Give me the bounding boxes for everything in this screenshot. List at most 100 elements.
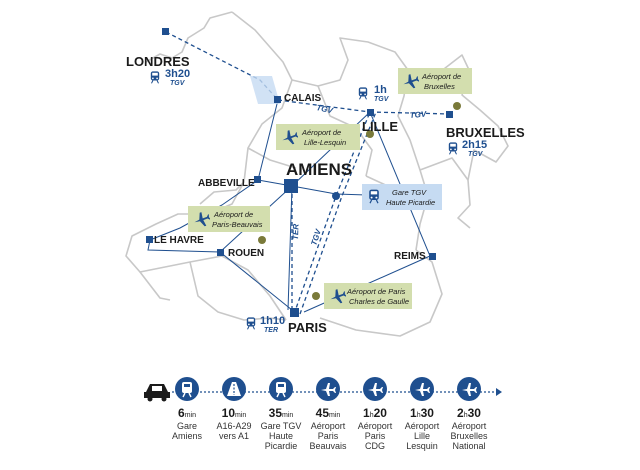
airport-dot-beauvais — [258, 236, 266, 244]
time-value: 3h20 — [165, 68, 190, 80]
step-label: Gare TGV — [261, 421, 302, 431]
time-badge-paris: 1h10 TER — [246, 315, 285, 334]
highway-icon — [227, 382, 241, 396]
step-label: Aéroport — [452, 421, 487, 431]
airport-line-1: Aéroport de — [301, 128, 341, 137]
train-icon — [150, 70, 160, 84]
station-amiens — [284, 179, 298, 193]
step-duration: 35min — [269, 406, 294, 420]
time-value: 1h10 — [260, 315, 285, 327]
plane-icon — [415, 383, 430, 396]
step-label: A16-A29 — [216, 421, 251, 431]
time-value: 1h — [374, 84, 387, 96]
station-londres — [162, 28, 169, 35]
step-label: CDG — [365, 441, 385, 451]
step-label: Beauvais — [309, 441, 347, 451]
step-label: Gare — [177, 421, 197, 431]
step-duration: 6min — [178, 406, 196, 420]
step-duration: 1h20 — [363, 406, 387, 420]
step-label: Aéroport — [311, 421, 346, 431]
gare-line-1: Gare TGV — [392, 188, 427, 197]
step-label: vers A1 — [219, 431, 249, 441]
station-reims — [429, 253, 436, 260]
station-le-havre — [146, 236, 153, 243]
city-label-reims: REIMS — [394, 251, 426, 262]
step-duration: 1h30 — [410, 406, 434, 420]
airport-box-beauvais: Aéroport de Paris-Beauvais — [188, 206, 270, 232]
city-label-amiens: AMIENS — [286, 160, 352, 179]
step-label: Bruxelles — [450, 431, 488, 441]
plane-icon — [368, 383, 383, 396]
step-label: Aéroport — [358, 421, 393, 431]
time-badge-lille: 1h TGV — [358, 84, 390, 103]
gare-line-2: Haute Picardie — [386, 198, 435, 207]
step-label: Lesquin — [406, 441, 438, 451]
city-label-bruxelles: BRUXELLES — [446, 125, 525, 140]
station-gare-tgv — [332, 192, 340, 200]
time-mode: TER — [264, 327, 278, 334]
step-label: Amiens — [172, 431, 203, 441]
airport-dot-lille — [366, 130, 374, 138]
train-icon — [182, 382, 192, 398]
tgv-label-lille-bruxelles: TGV — [409, 110, 427, 120]
station-calais — [274, 96, 281, 103]
airport-line-1: Aéroport de — [213, 210, 253, 219]
step-label: National — [452, 441, 485, 451]
step-duration: 45min — [316, 406, 341, 420]
station-markers — [146, 28, 453, 317]
train-icon — [358, 86, 368, 100]
time-value: 2h15 — [462, 139, 487, 151]
airport-line-2: Paris-Beauvais — [212, 220, 263, 229]
step-label: Paris — [365, 431, 386, 441]
train-icon — [246, 316, 256, 330]
step-label: Picardie — [265, 441, 298, 451]
airport-box-lille: Aéroport de Lille-Lesquin — [276, 124, 360, 150]
airport-dot-bruxelles — [453, 102, 461, 110]
step-label: Haute — [269, 431, 293, 441]
time-badge-londres: 3h20 TGV — [150, 68, 190, 87]
step-duration: 10min — [222, 406, 247, 420]
time-badge-bruxelles: 2h15 TGV — [448, 139, 487, 158]
plane-icon — [321, 383, 336, 396]
step-label: Aéroport — [405, 421, 440, 431]
airport-box-bruxelles: Aéroport de Bruxelles — [398, 68, 472, 94]
station-bruxelles — [446, 111, 453, 118]
airport-line-2: Lille-Lesquin — [304, 138, 346, 147]
station-paris — [290, 308, 299, 317]
airport-line-2: Bruxelles — [424, 82, 455, 91]
step-label: Lille — [414, 431, 430, 441]
gare-tgv-box: Gare TGV Haute Picardie — [362, 184, 442, 210]
car-icon — [144, 384, 170, 402]
time-mode: TGV — [468, 151, 484, 158]
plane-icon — [462, 383, 477, 396]
city-label-abbeville: ABBEVILLE — [198, 178, 255, 189]
station-abbeville — [254, 176, 261, 183]
step-duration: 2h30 — [457, 406, 481, 420]
city-label-lille: LILLE — [362, 119, 398, 134]
city-label-calais: CALAIS — [284, 93, 322, 104]
ter-label-paris-amiens: TER — [291, 224, 301, 241]
airport-line-1: Aéroport de Paris — [346, 287, 406, 296]
airport-dot-cdg — [312, 292, 320, 300]
airport-dots — [258, 102, 461, 300]
train-icon — [448, 141, 458, 155]
tgv-label-paris: TGV — [309, 228, 323, 247]
station-rouen — [217, 249, 224, 256]
airport-line-2: Charles de Gaulle — [349, 297, 409, 306]
city-label-le-havre: LE HAVRE — [154, 235, 204, 246]
time-mode: TGV — [374, 96, 390, 103]
train-icon — [276, 382, 286, 398]
city-label-rouen: ROUEN — [228, 248, 264, 259]
eurotunnel-highlight — [250, 76, 280, 104]
airport-line-1: Aéroport de — [421, 72, 461, 81]
